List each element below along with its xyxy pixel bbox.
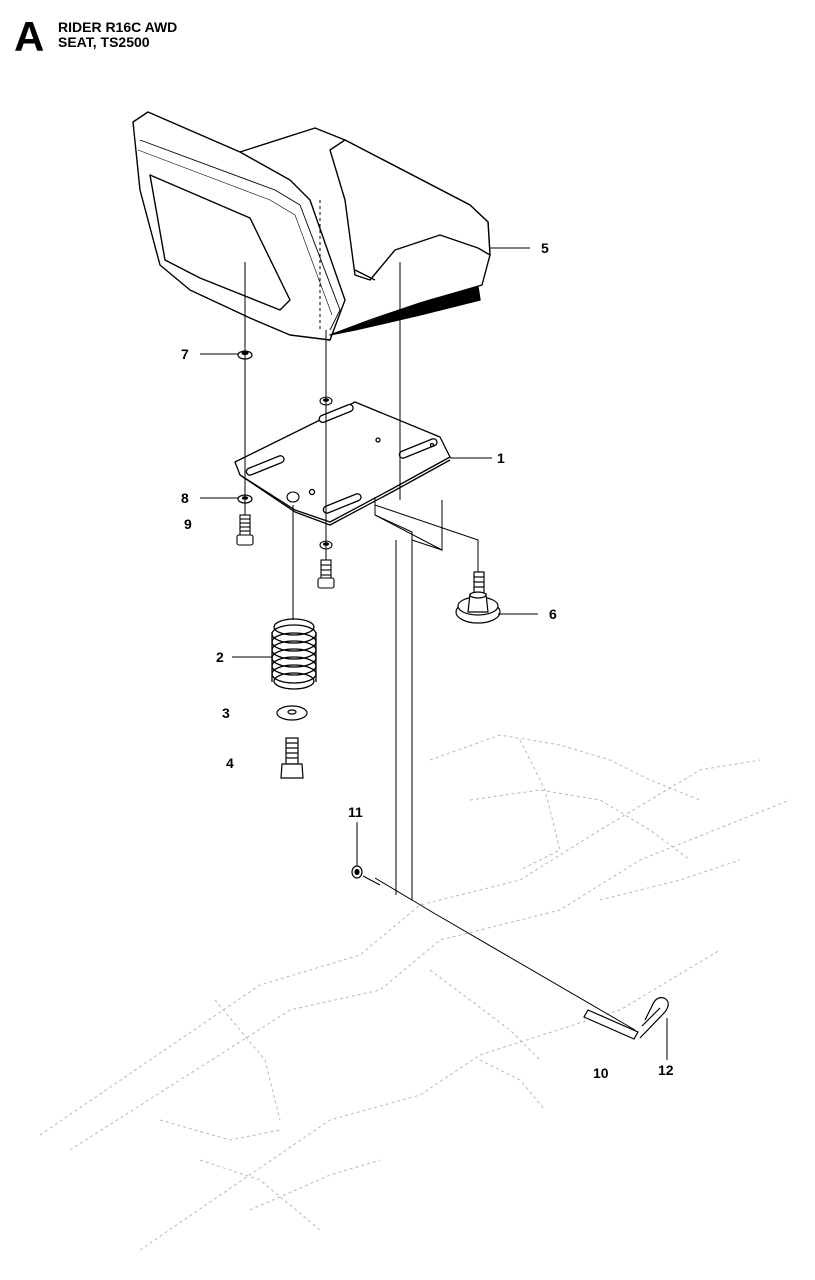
clip-11 [351, 865, 363, 879]
callout-leaders [200, 247, 668, 1060]
callout-9: 9 [184, 516, 192, 532]
assembly-leaders [374, 497, 636, 1031]
spring [271, 618, 317, 690]
washer-3 [276, 705, 308, 721]
callout-8: 8 [181, 490, 189, 506]
pin-10 [583, 1009, 639, 1040]
callout-2: 2 [216, 649, 224, 665]
model-title: RIDER R16C AWD [58, 19, 178, 35]
callout-1: 1 [497, 450, 505, 466]
page-header: A RIDER R16C AWD SEAT, TS2500 [0, 0, 400, 70]
axis-knob [374, 262, 479, 572]
clip-axis [362, 875, 381, 886]
callout-6: 6 [549, 606, 557, 622]
chassis-outline [39, 734, 791, 1251]
callout-4: 4 [226, 755, 234, 771]
bolt-4 [280, 737, 304, 779]
callout-10: 10 [593, 1065, 609, 1081]
adjustment-knob [455, 571, 501, 624]
assembly-title: SEAT, TS2500 [58, 34, 150, 50]
callout-11: 11 [348, 804, 363, 820]
section-letter: A [14, 13, 45, 60]
bolt-9 [236, 514, 254, 546]
callout-12: 12 [658, 1062, 674, 1078]
seat [132, 111, 491, 341]
callout-3: 3 [222, 705, 230, 721]
title-block: RIDER R16C AWD SEAT, TS2500 [58, 20, 177, 50]
callout-7: 7 [181, 346, 189, 362]
hairpin-clip-12 [639, 997, 669, 1039]
seat-pan [234, 401, 451, 526]
callout-5: 5 [541, 240, 549, 256]
